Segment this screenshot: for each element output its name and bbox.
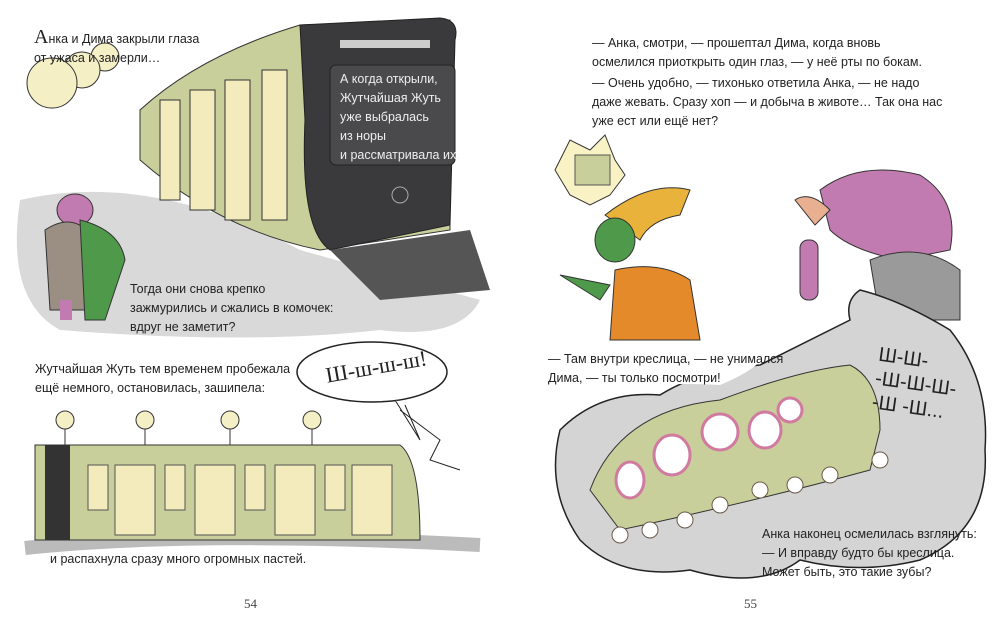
drop-cap: А	[34, 26, 49, 48]
right-hiss-text: Ш-Ш- -Ш-Ш-Ш- -Ш -Ш...	[870, 343, 958, 424]
right-paragraph-2: — Очень удобно, — тихонько ответила Анка…	[592, 76, 943, 128]
paragraph-4: и распахнула сразу много огромных пастей…	[50, 552, 307, 566]
right-paragraph-4: Анка наконец осмелилась взглянуть: — И в…	[762, 527, 977, 579]
platform-lamps-row	[55, 410, 322, 445]
train-front-illustration	[139, 17, 490, 300]
anka-monster-illustration	[794, 169, 961, 321]
dima-crocodile-illustration	[559, 187, 701, 341]
train-screen-text: А когда открыли, Жутчайшая Жуть уже выбр…	[340, 72, 460, 162]
anka-and-dima-illustration	[44, 193, 126, 321]
platform-shadow	[16, 191, 481, 338]
intro-text: Анка и Дима закрыли глаза от ужаса и зам…	[34, 26, 200, 68]
station-lamps	[26, 42, 120, 109]
intro-text-body: нка и Дима закрыли глаза от ужаса и заме…	[34, 32, 200, 65]
page-number-left: 54	[244, 596, 257, 611]
paragraph-2: Тогда они снова крепко зажмурились и сжа…	[130, 282, 334, 334]
right-paragraph-3: — Там внутри креслица, — не унимался Дим…	[548, 352, 784, 385]
hiss-speech-bubble	[296, 341, 461, 471]
seat-sign-illustration	[554, 134, 626, 206]
paragraph-3: Жутчайшая Жуть тем временем пробежала ещ…	[35, 362, 291, 395]
train-side-illustration	[24, 444, 481, 555]
dream-cloud-illustration	[548, 289, 987, 579]
page-number-right: 55	[744, 596, 757, 611]
right-paragraph-1: — Анка, смотри, — прошептал Дима, когда …	[592, 36, 922, 69]
